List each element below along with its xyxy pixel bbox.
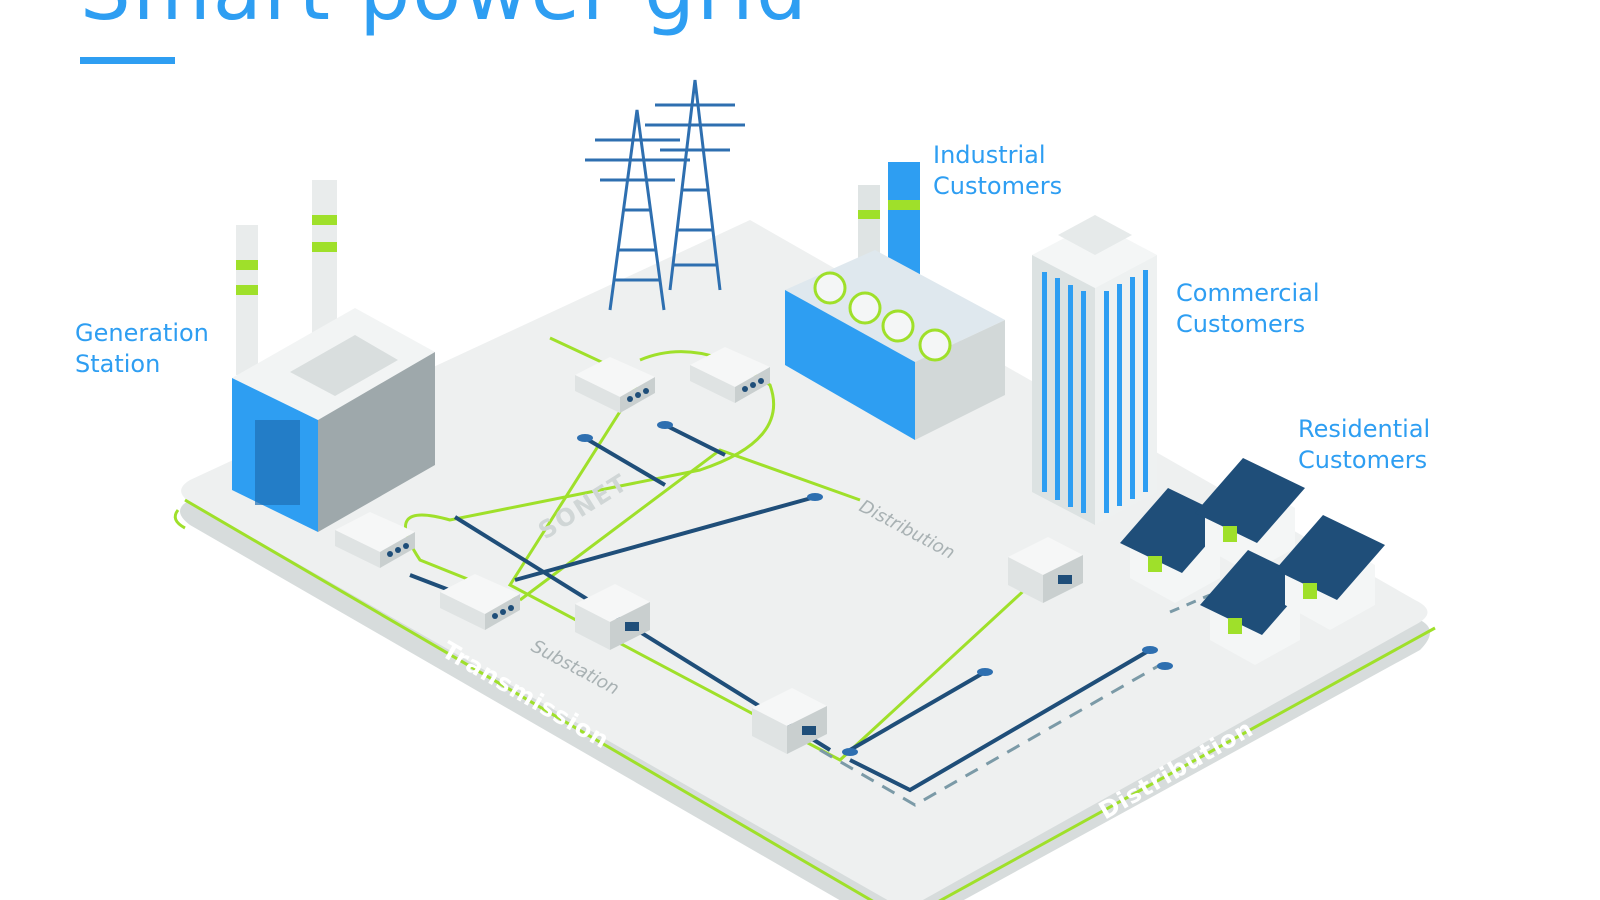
callout-generation-station: Generation Station [75,318,209,380]
callout-line: Industrial [933,141,1046,169]
callout-commercial-customers: Commercial Customers [1176,278,1320,340]
line-nodes [577,421,1173,756]
switch-boxes [335,347,770,630]
callout-residential-customers: Residential Customers [1298,414,1430,476]
power-lines [403,336,1211,807]
substation-cabinets [575,537,1083,754]
industrial-factory [785,162,1005,440]
transmission-towers [585,79,745,311]
generation-station [232,180,435,532]
callout-line: Commercial [1176,279,1320,307]
residential-houses [1120,458,1385,665]
platform [173,220,1436,900]
callout-industrial-customers: Industrial Customers [933,140,1062,202]
callout-line: Station [75,350,161,378]
title-underline [80,57,175,64]
callout-line: Generation [75,319,209,347]
callout-line: Customers [1298,446,1428,474]
callout-line: Residential [1298,415,1431,443]
commercial-tower [1032,215,1157,525]
callout-line: Customers [1176,310,1306,338]
page-title: Smart power grid [80,0,809,32]
callout-line: Customers [933,172,1063,200]
